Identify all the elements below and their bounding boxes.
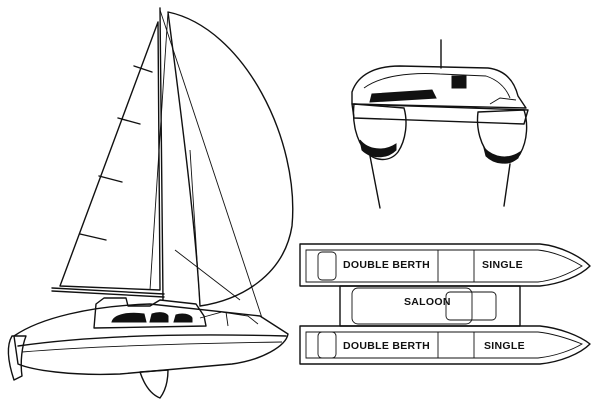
spinnaker: [167, 11, 294, 307]
bow-view-cabin-face: [369, 89, 437, 103]
side-profile: [7, 7, 294, 399]
boot-stripe: [21, 341, 283, 353]
label-top-single: SINGLE: [482, 259, 523, 271]
bow-view-cabin-line: [363, 73, 511, 99]
rudder: [7, 335, 27, 381]
bow-view-hull-right-waterline: [483, 146, 521, 164]
bow-view-keel-left: [369, 155, 381, 209]
hull-side: [13, 303, 289, 376]
plan-hull-bottom: [299, 325, 591, 365]
bow-view-hull-left: [352, 103, 407, 161]
mast: [159, 7, 164, 301]
plan-view: DOUBLE BERTH SINGLE SALOON DOUBLE BERTH …: [299, 243, 591, 365]
plan-hull-top-inner: [305, 249, 583, 283]
plan-stern-top: [317, 251, 337, 281]
rail-stanchion: [225, 311, 229, 327]
jib-sheet: [174, 249, 241, 301]
bow-view-rail: [489, 97, 517, 105]
boom: [51, 287, 165, 295]
bow-view-keel-right: [503, 163, 511, 207]
plan-hull-top: [299, 243, 591, 287]
keel: [139, 369, 169, 399]
jib-seam: [189, 149, 201, 307]
sheer-line: [17, 334, 287, 347]
cabin-window-mid: [149, 312, 169, 323]
label-top-double-berth: DOUBLE BERTH: [343, 259, 430, 271]
plan-saloon-outline: [351, 287, 473, 325]
cabin-window-aft: [111, 312, 147, 323]
label-bottom-double-berth: DOUBLE BERTH: [343, 340, 430, 352]
plan-hull-bottom-inner: [305, 331, 584, 359]
bow-view-cabin: [351, 65, 527, 109]
cabin-top: [93, 297, 207, 329]
plan-saloon-table: [445, 291, 497, 321]
cabin-window-fwd: [173, 313, 193, 323]
bow-view: [351, 39, 529, 209]
bow-rail: [199, 311, 259, 325]
jib-luff: [149, 11, 169, 291]
label-bottom-single: SINGLE: [484, 340, 525, 352]
plan-bridgedeck: [339, 285, 521, 327]
mainsail-battens: [79, 65, 153, 241]
bow-view-window: [451, 75, 467, 89]
label-saloon: SALOON: [404, 296, 451, 308]
mainsail: [59, 21, 161, 291]
boom-lower-edge: [51, 290, 165, 298]
plan-stern-bottom: [317, 331, 337, 359]
forestay: [159, 9, 263, 319]
bow-view-hull-left-waterline: [359, 139, 397, 158]
